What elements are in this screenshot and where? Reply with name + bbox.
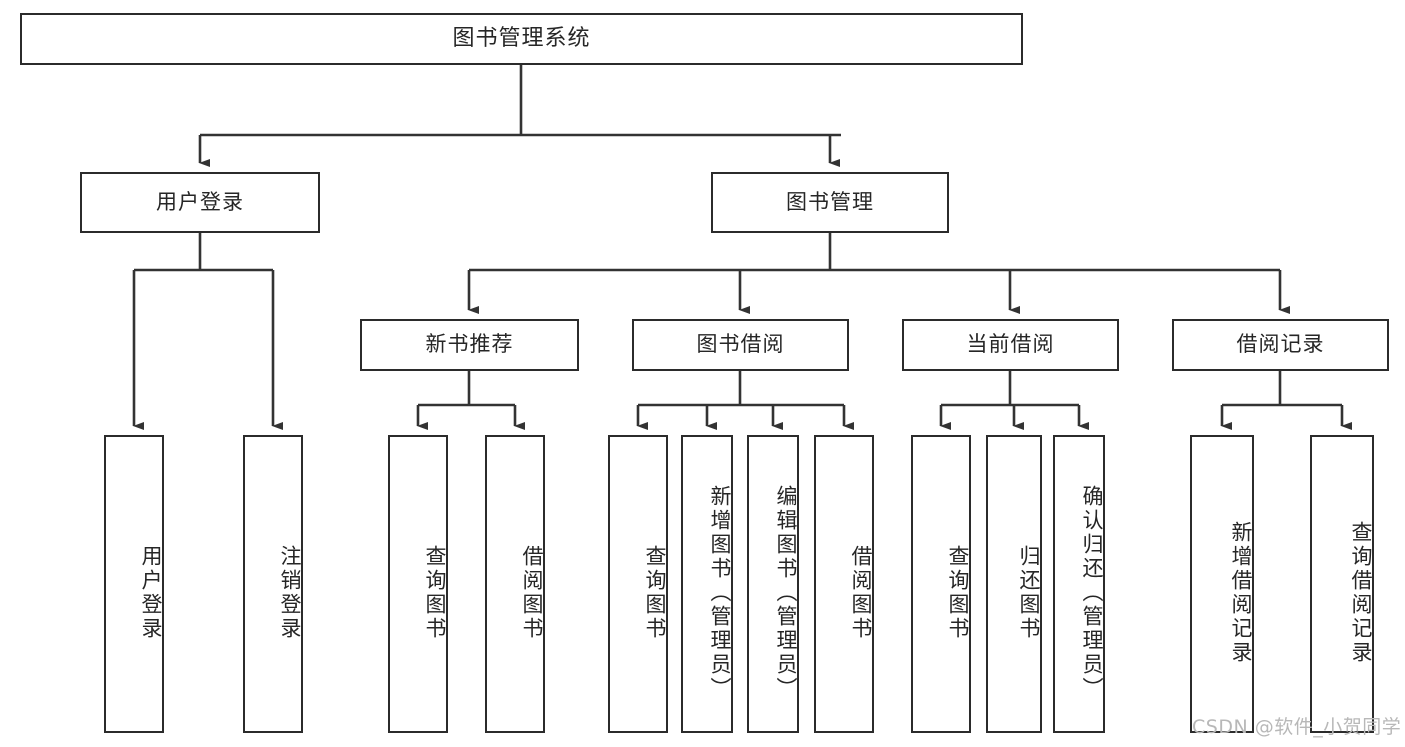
node-root-book-management-system[interactable]: 图书管理系统 <box>20 13 1023 65</box>
node-label: 新增借阅记录 <box>1229 521 1253 665</box>
node-label: 归还图书 <box>1017 545 1041 641</box>
leaf-borrow-book-borrowing[interactable]: 借阅图书 <box>814 435 874 733</box>
node-current-borrowing[interactable]: 当前借阅 <box>902 319 1119 371</box>
leaf-return-book[interactable]: 归还图书 <box>986 435 1042 733</box>
leaf-confirm-return-admin[interactable]: 确认归还（管理员） <box>1053 435 1105 733</box>
leaf-edit-book-admin[interactable]: 编辑图书（管理员） <box>747 435 799 733</box>
node-label: 新书推荐 <box>425 332 514 357</box>
node-label: 借阅图书 <box>849 545 873 641</box>
node-label: 借阅记录 <box>1236 332 1325 357</box>
node-label: 查询图书 <box>423 545 447 641</box>
node-label: 查询图书 <box>643 545 667 641</box>
node-new-book-recommendation[interactable]: 新书推荐 <box>360 319 579 371</box>
node-label: 查询借阅记录 <box>1349 521 1373 665</box>
leaf-query-book-current[interactable]: 查询图书 <box>911 435 971 733</box>
node-label: 确认归还（管理员） <box>1080 485 1104 701</box>
leaf-borrow-book-recommendation[interactable]: 借阅图书 <box>485 435 545 733</box>
node-user-login[interactable]: 用户登录 <box>80 172 320 233</box>
leaf-query-book-borrowing[interactable]: 查询图书 <box>608 435 668 733</box>
node-label: 查询图书 <box>946 545 970 641</box>
node-label: 新增图书（管理员） <box>708 485 732 701</box>
node-label: 用户登录 <box>139 545 163 641</box>
csdn-watermark: CSDN @软件_小贺同学 <box>1192 716 1402 738</box>
node-label: 借阅图书 <box>520 545 544 641</box>
node-label: 图书管理 <box>786 189 874 214</box>
leaf-query-book-recommendation[interactable]: 查询图书 <box>388 435 448 733</box>
node-borrowing-record[interactable]: 借阅记录 <box>1172 319 1389 371</box>
node-label: 注销登录 <box>278 545 302 641</box>
node-label: 图书借阅 <box>696 332 785 357</box>
leaf-add-borrow-record[interactable]: 新增借阅记录 <box>1190 435 1254 733</box>
node-label: 图书管理系统 <box>452 25 591 51</box>
leaf-query-borrow-record[interactable]: 查询借阅记录 <box>1310 435 1374 733</box>
leaf-add-book-admin[interactable]: 新增图书（管理员） <box>681 435 733 733</box>
node-book-management[interactable]: 图书管理 <box>711 172 949 233</box>
node-book-borrowing[interactable]: 图书借阅 <box>632 319 849 371</box>
leaf-user-logout[interactable]: 注销登录 <box>243 435 303 733</box>
node-label: 用户登录 <box>156 189 244 214</box>
leaf-user-login[interactable]: 用户登录 <box>104 435 164 733</box>
node-label: 当前借阅 <box>966 332 1055 357</box>
node-label: 编辑图书（管理员） <box>774 485 798 701</box>
